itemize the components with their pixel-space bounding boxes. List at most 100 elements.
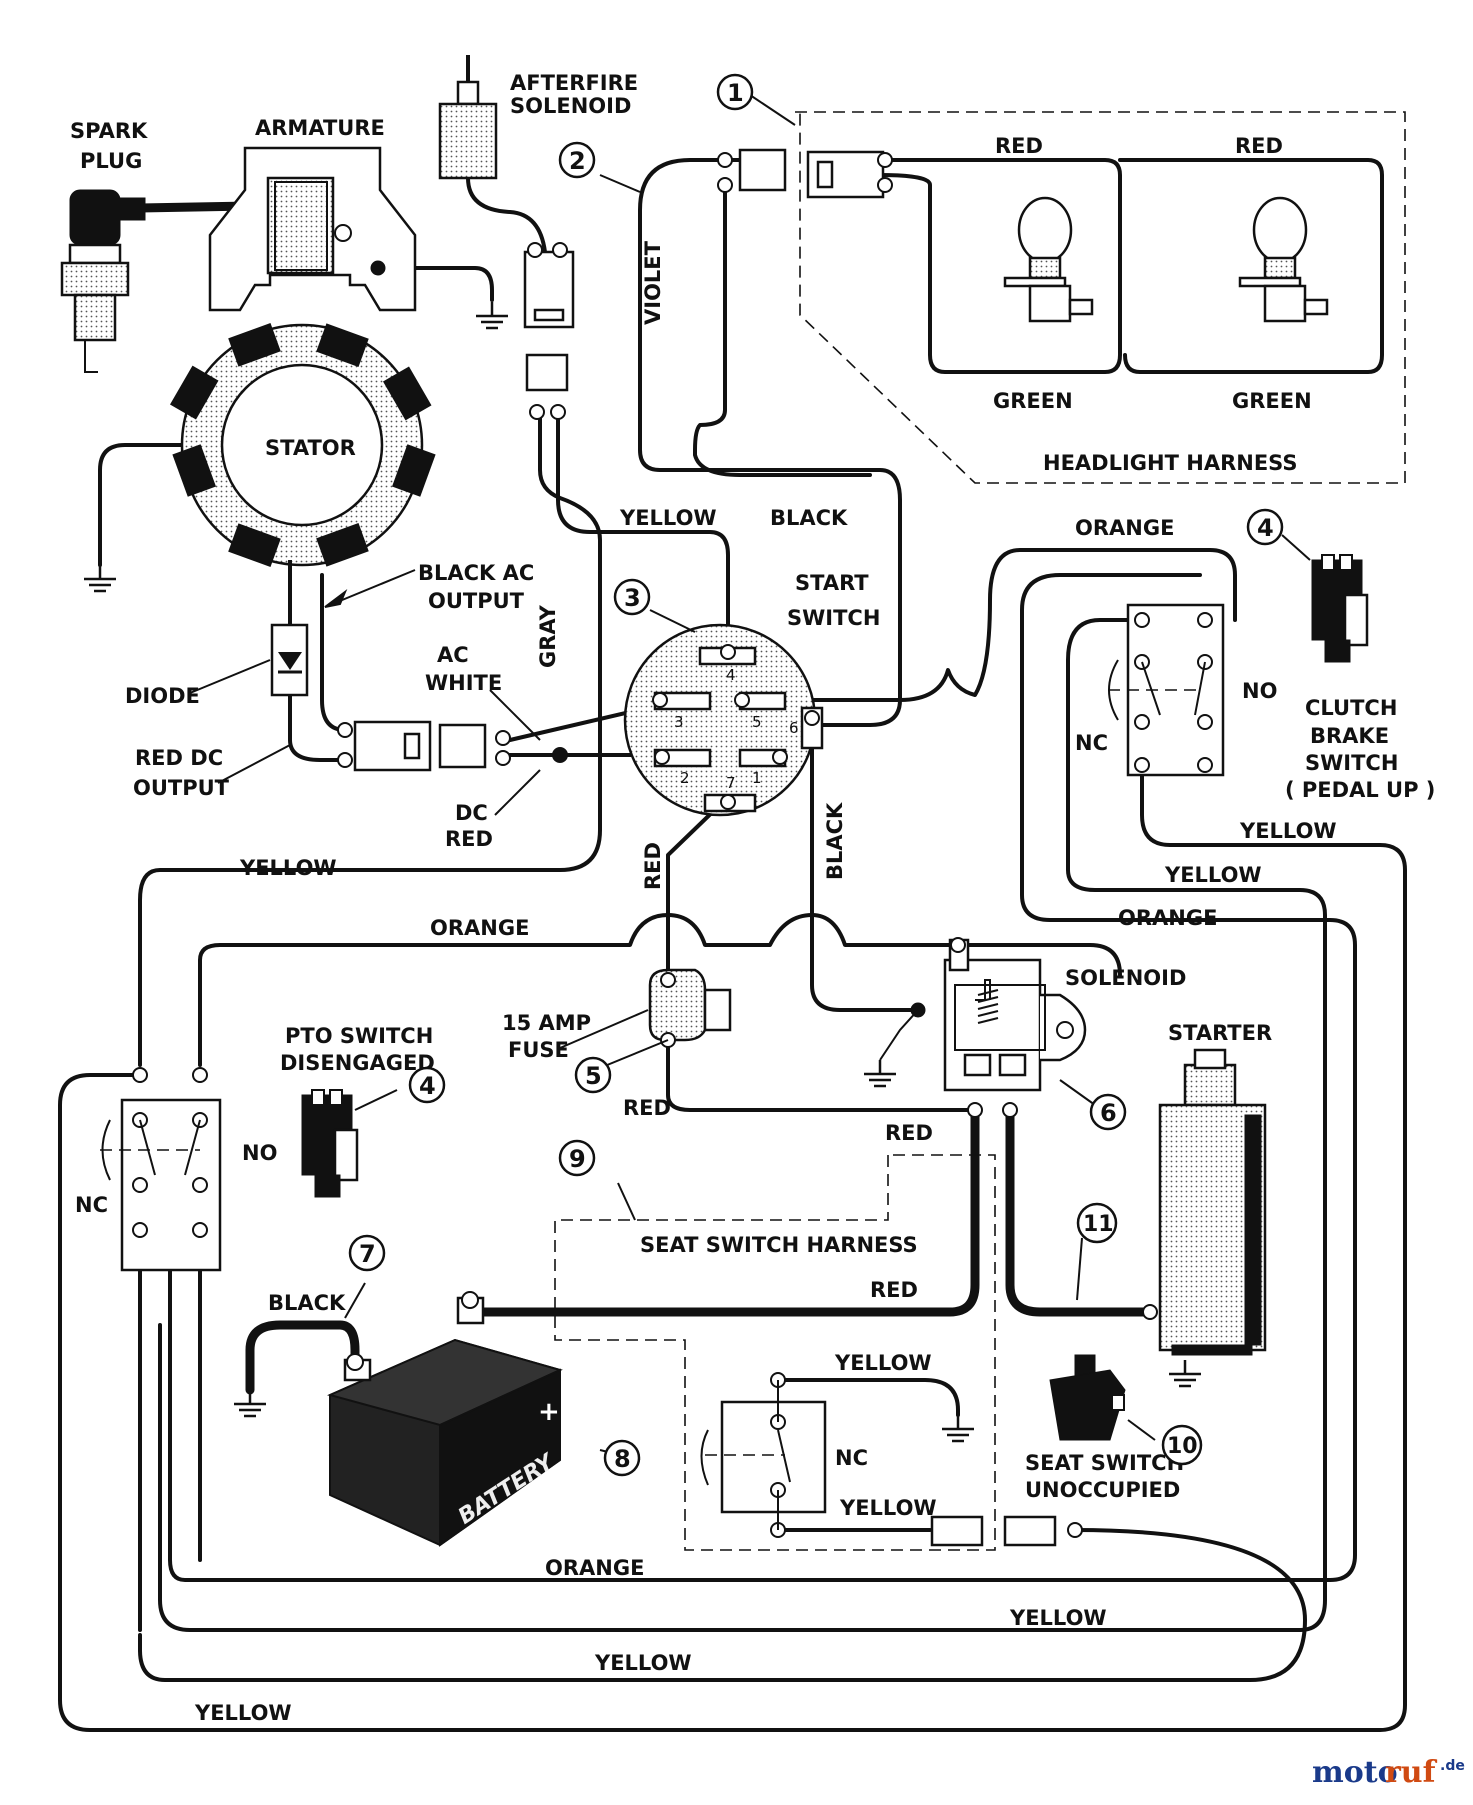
label-yellow-seat-1: YELLOW bbox=[834, 1351, 932, 1375]
armature bbox=[208, 146, 417, 312]
terminal-1: 1 bbox=[752, 769, 762, 787]
pto-label-2: DISENGAGED bbox=[280, 1051, 435, 1075]
svg-text:2: 2 bbox=[569, 147, 586, 175]
ac-label-2: WHITE bbox=[425, 671, 502, 695]
headlight-bulb-right bbox=[1238, 196, 1329, 323]
start-switch-label-1: START bbox=[795, 571, 869, 595]
svg-text:1: 1 bbox=[727, 79, 744, 107]
orange-clutch-wire bbox=[778, 548, 1237, 702]
callout-2: 2 bbox=[558, 141, 596, 179]
pto-switch-part bbox=[301, 1089, 359, 1198]
solenoid-label: SOLENOID bbox=[1065, 966, 1186, 990]
seat-switch-label-1: SEAT SWITCH bbox=[1025, 1451, 1184, 1475]
wires bbox=[58, 158, 1407, 1732]
label-red-fuse-out: RED bbox=[623, 1096, 671, 1120]
pto-nc-label: NC bbox=[75, 1193, 108, 1217]
callout-8: 8 bbox=[603, 1439, 641, 1477]
svg-text:.de: .de bbox=[1440, 1758, 1465, 1774]
spark-plug bbox=[60, 189, 146, 373]
gray-yellow-wire bbox=[138, 416, 602, 1067]
label-black-battery: BLACK bbox=[268, 1291, 346, 1315]
clutch-label-2: BRAKE bbox=[1310, 724, 1389, 748]
label-red-solenoid: RED bbox=[885, 1121, 933, 1145]
afterfire-label-1: AFTERFIRE bbox=[510, 71, 638, 95]
label-red-fuse: RED bbox=[641, 842, 665, 890]
diode-label: DIODE bbox=[125, 684, 200, 708]
seat-switch-part bbox=[1049, 1354, 1126, 1441]
svg-text:4: 4 bbox=[1257, 514, 1274, 542]
svg-text:9: 9 bbox=[569, 1145, 586, 1173]
spark-plug-label-2: PLUG bbox=[80, 149, 142, 173]
start-switch: 4 3 5 6 2 1 7 bbox=[623, 623, 824, 817]
solenoid bbox=[910, 937, 1087, 1118]
svg-text:11: 11 bbox=[1083, 1212, 1114, 1237]
stator-label: STATOR bbox=[265, 436, 356, 460]
starter-label: STARTER bbox=[1168, 1021, 1272, 1045]
label-orange-right: ORANGE bbox=[1118, 906, 1217, 930]
battery: + BATTERY bbox=[327, 1291, 563, 1547]
terminal-4: 4 bbox=[726, 666, 736, 684]
callout-7: 7 bbox=[348, 1234, 386, 1272]
label-yellow-left: YELLOW bbox=[239, 856, 337, 880]
violet-wire bbox=[638, 158, 902, 727]
label-yellow-clutch-2: YELLOW bbox=[1164, 863, 1262, 887]
seat-nc-label: NC bbox=[835, 1446, 868, 1470]
svg-text:3: 3 bbox=[624, 584, 641, 612]
starter bbox=[1142, 1048, 1267, 1356]
label-yellow-top: YELLOW bbox=[619, 506, 717, 530]
label-orange-mid: ORANGE bbox=[430, 916, 529, 940]
label-orange-top: ORANGE bbox=[1075, 516, 1174, 540]
diode-output-connector bbox=[337, 720, 568, 772]
terminal-2: 2 bbox=[680, 769, 690, 787]
fuse-label-2: FUSE bbox=[508, 1038, 569, 1062]
starter-cable bbox=[1005, 1105, 1155, 1317]
label-yellow-bottom-1: YELLOW bbox=[1009, 1606, 1107, 1630]
callout-3: 3 bbox=[613, 578, 651, 616]
clutch-label-1: CLUTCH bbox=[1305, 696, 1397, 720]
svg-text:ruf: ruf bbox=[1385, 1755, 1438, 1790]
label-yellow-bottom-2: YELLOW bbox=[594, 1651, 692, 1675]
svg-text:5: 5 bbox=[585, 1062, 602, 1090]
svg-text:7: 7 bbox=[359, 1240, 376, 1268]
callout-6: 6 bbox=[1089, 1093, 1127, 1131]
seat-switch-label-2: UNOCCUPIED bbox=[1025, 1478, 1180, 1502]
label-yellow-clutch-1: YELLOW bbox=[1239, 819, 1337, 843]
stator bbox=[170, 323, 436, 567]
terminal-3: 3 bbox=[674, 713, 684, 731]
afterfire-label-2: SOLENOID bbox=[510, 94, 631, 118]
callout-4b: 4 bbox=[408, 1066, 446, 1104]
afterfire-yellow-wire bbox=[556, 416, 730, 654]
svg-text:4: 4 bbox=[419, 1072, 436, 1100]
clutch-switch-part bbox=[1311, 554, 1369, 663]
orange-top-wire bbox=[198, 913, 1122, 1067]
fuse bbox=[648, 968, 732, 1048]
label-green-2: GREEN bbox=[1232, 389, 1312, 413]
spark-plug-label-1: SPARK bbox=[70, 119, 148, 143]
clutch-no-label: NO bbox=[1242, 679, 1277, 703]
start-switch-label-2: SWITCH bbox=[787, 606, 880, 630]
callout-9: 9 bbox=[558, 1139, 596, 1177]
label-red-battery: RED bbox=[870, 1278, 918, 1302]
ac-label-1: AC bbox=[437, 643, 469, 667]
headlight-loop-2 bbox=[1118, 158, 1384, 374]
dc-label-1: DC bbox=[455, 801, 488, 825]
labels: SPARK PLUG ARMATURE AFTERFIRE SOLENOID S… bbox=[70, 71, 1435, 1725]
red-fuse-wire bbox=[666, 798, 727, 982]
headlight-loop-1 bbox=[878, 158, 1122, 374]
stator-ground-wire bbox=[98, 443, 217, 567]
label-green-1: GREEN bbox=[993, 389, 1073, 413]
fuse-red-wire bbox=[666, 1038, 977, 1112]
clutch-label-3: SWITCH bbox=[1305, 751, 1398, 775]
black-ac-label-2: OUTPUT bbox=[428, 589, 525, 613]
callout-1: 1 bbox=[716, 73, 754, 111]
armature-label: ARMATURE bbox=[255, 116, 385, 140]
afterfire-lead bbox=[466, 176, 547, 254]
headlight-harness bbox=[717, 111, 1406, 484]
black-solenoid-wire bbox=[810, 723, 917, 1012]
clutch-label-4: ( PEDAL UP ) bbox=[1285, 778, 1435, 802]
headlight-harness-label: HEADLIGHT HARNESS bbox=[1043, 451, 1297, 475]
terminal-5: 5 bbox=[752, 713, 762, 731]
svg-text:moto: moto bbox=[1312, 1755, 1398, 1790]
black-headlight-wire bbox=[693, 183, 872, 477]
